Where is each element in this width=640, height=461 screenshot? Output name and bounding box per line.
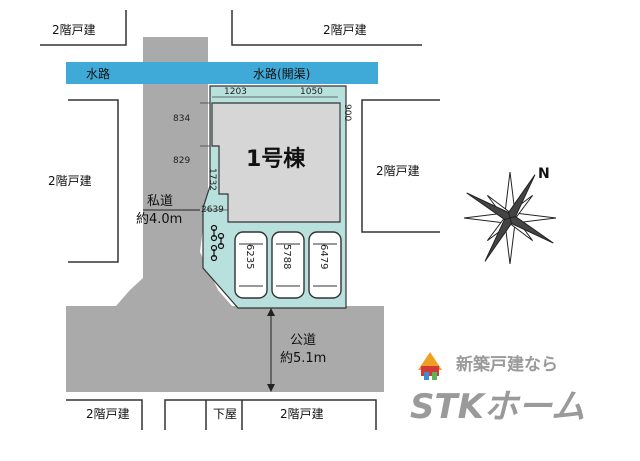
annex-bottom-label: 下屋: [213, 407, 237, 421]
waterway: [66, 62, 378, 84]
dim-left-middle: 829: [173, 156, 190, 166]
house-bottom-left-label: 2階戸建: [86, 406, 130, 421]
waterway-right-label: 水路(開渠): [253, 66, 310, 81]
brand-name: STKホーム: [410, 387, 585, 427]
bicycle-icon: [210, 224, 225, 262]
house-top-left-label: 2階戸建: [52, 22, 96, 37]
parking-cars: [234, 231, 342, 299]
dim-left-vertical: 1732: [207, 168, 217, 191]
compass-rose-icon: [463, 171, 557, 265]
car-2: [271, 231, 305, 299]
dimension-lines: [200, 96, 341, 211]
car-2-dimension: 5788: [281, 244, 292, 269]
building-footprint: [211, 102, 341, 223]
house-bottom-right-label: 2階戸建: [280, 406, 324, 421]
house-logo-icon: [418, 352, 442, 380]
public-road: [66, 306, 384, 392]
building-label: 1号棟: [246, 146, 306, 172]
car-1-dimension: 6235: [244, 244, 255, 269]
dim-left-upper: 834: [173, 114, 190, 124]
car-1: [234, 231, 268, 299]
private-road-width: 約4.0m: [136, 212, 182, 227]
dim-left-lower: 2639: [201, 205, 224, 215]
brand-logo: 新築戸建なら STKホーム: [410, 352, 585, 427]
dim-top-right: 1050: [300, 87, 323, 97]
car-3: [308, 231, 342, 299]
house-right-label: 2階戸建: [376, 163, 420, 178]
private-road-label: 私道: [147, 194, 173, 209]
waterway-left-label: 水路: [86, 66, 110, 81]
neighbor-outlines: [40, 10, 440, 430]
dim-right-side: 900: [342, 104, 352, 121]
house-top-right-label: 2階戸建: [323, 22, 367, 37]
private-road: [116, 37, 232, 306]
house-left-label: 2階戸建: [48, 173, 92, 188]
dim-top-left: 1203: [224, 87, 247, 97]
arrow-head-down: [267, 384, 275, 392]
car-3-dimension: 6479: [318, 244, 329, 269]
public-road-label: 公道: [290, 333, 316, 348]
compass-north-label: N: [538, 166, 550, 182]
brand-tagline: 新築戸建なら: [456, 354, 558, 375]
arrow-head-up: [267, 308, 275, 316]
roads: [66, 37, 384, 392]
public-road-width: 約5.1m: [280, 351, 326, 366]
